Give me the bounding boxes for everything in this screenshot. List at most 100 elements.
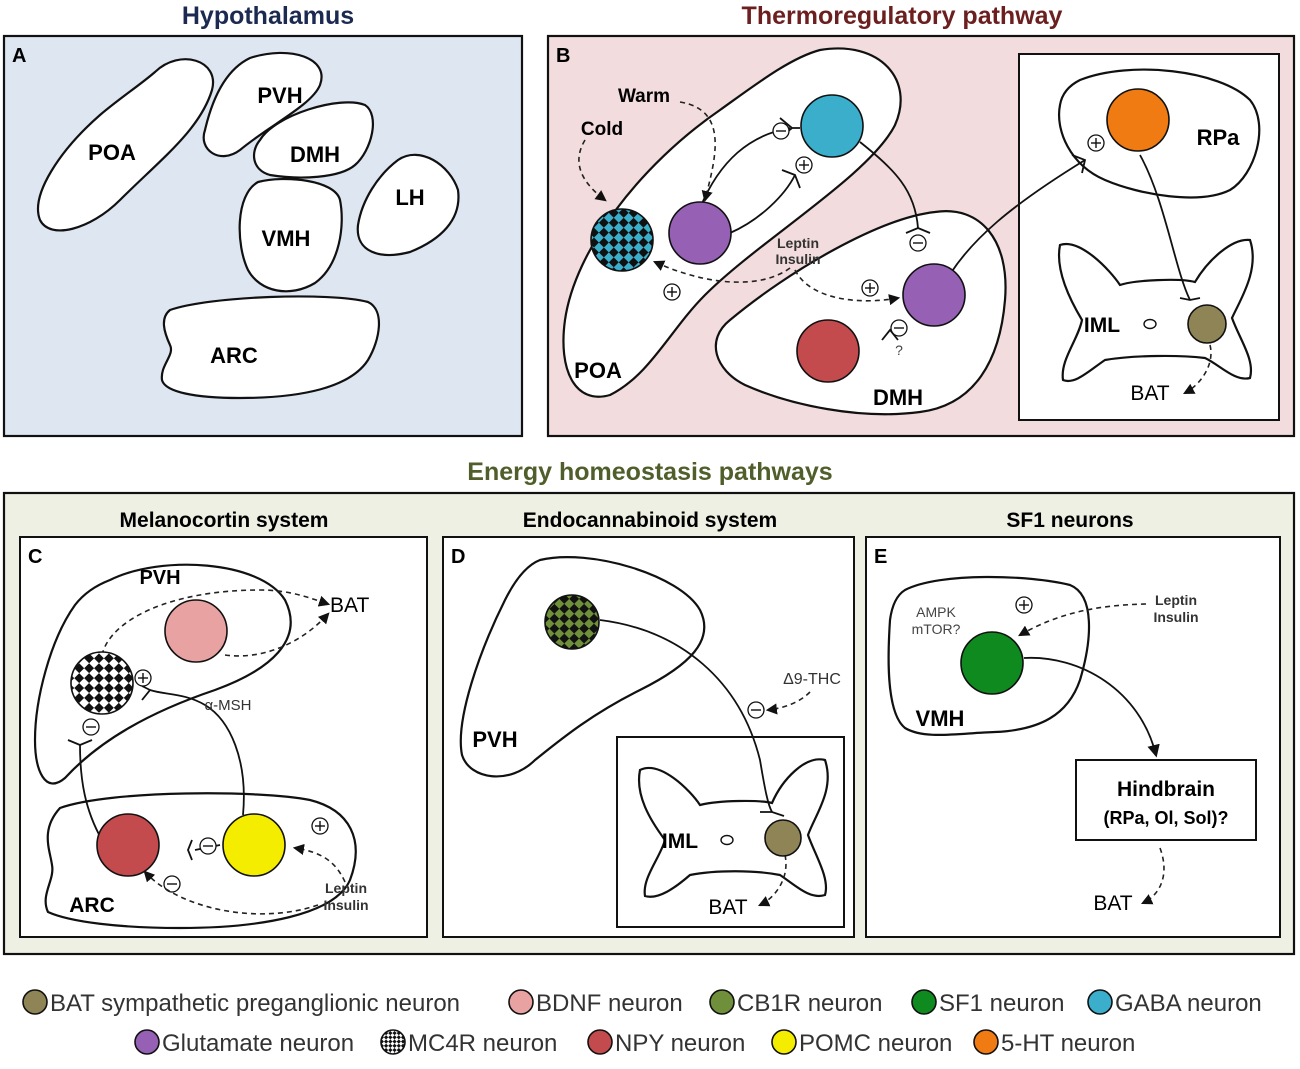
panel-letter-c: C xyxy=(28,546,42,568)
label-poa-b: POA xyxy=(574,358,622,383)
inhibit-sign-gaba-b xyxy=(772,122,790,140)
hypothalamus-title: Hypothalamus xyxy=(182,2,354,30)
legend-item-pomc: POMC neuron xyxy=(771,1029,952,1057)
spinal-cord-d xyxy=(637,758,829,898)
legend-label-pomc: POMC neuron xyxy=(799,1030,952,1057)
excite-sign-leptin-c xyxy=(311,817,329,835)
region-dmh xyxy=(252,101,374,179)
panel-a: Hypothalamus A POA PVH DMH LH VMH ARC xyxy=(2,2,524,438)
inhibit-sign-thc xyxy=(747,701,765,719)
region-poa xyxy=(37,58,215,232)
legend-item-npy: NPY neuron xyxy=(587,1029,745,1057)
label-pvh: PVH xyxy=(257,83,302,108)
region-arc xyxy=(160,295,381,400)
label-insulin-e: Insulin xyxy=(1153,609,1198,625)
legend-item-sf1: SF1 neuron xyxy=(911,989,1064,1017)
warm-arrow xyxy=(679,101,716,203)
label-dmh: DMH xyxy=(290,142,340,167)
label-lh: LH xyxy=(395,185,424,210)
bdnf-neuron-c xyxy=(164,599,228,663)
label-vmh-e: VMH xyxy=(916,706,965,731)
leptin-to-poa-arrow xyxy=(652,260,791,283)
legend-label-bdnf: BDNF neuron xyxy=(536,990,683,1017)
mc4r-to-bat-arrow xyxy=(101,589,331,656)
axon-rpa-to-iml xyxy=(1139,154,1191,301)
legend-label-preganglionic: BAT sympathetic preganglionic neuron xyxy=(50,990,460,1017)
label-warm: Warm xyxy=(618,86,670,107)
label-bat-e: BAT xyxy=(1093,892,1132,915)
cb1r-neuron-d xyxy=(544,594,600,650)
leptin-to-npy-arrow xyxy=(143,870,319,915)
label-vmh: VMH xyxy=(262,226,311,251)
synapse-npy-mc4r xyxy=(67,739,93,746)
axon-glu-to-gaba-b xyxy=(729,174,796,234)
excite-sign-rpa xyxy=(1087,134,1105,152)
panel-letter-e: E xyxy=(874,546,887,568)
inhibit-sign-leptin-c xyxy=(163,875,181,893)
axon-gaba-to-dmh xyxy=(859,141,919,229)
npy-neuron-dmh xyxy=(796,319,860,383)
sf1-neuron-e xyxy=(960,631,1024,695)
inhibit-sign-dmh xyxy=(909,234,927,252)
thermoregulatory-title: Thermoregulatory pathway xyxy=(742,2,1063,30)
synapse-amsh xyxy=(141,685,152,701)
synapse-glu-b xyxy=(781,169,801,189)
leptin-to-pomc-arrow xyxy=(292,843,346,883)
synapse-rpa xyxy=(1071,154,1087,174)
excite-sign-amsh xyxy=(134,669,152,687)
label-iml-d: IML xyxy=(662,830,698,853)
legend-item-gaba: GABA neuron xyxy=(1087,989,1262,1017)
label-hindbrain-sub: (RPa, Ol, Sol)? xyxy=(1103,808,1228,828)
label-leptin-b: Leptin xyxy=(777,235,819,251)
legend: BAT sympathetic preganglionic neuron BDN… xyxy=(22,989,1262,1057)
panel-d: D PVH IML BAT Δ9-THC xyxy=(442,536,855,938)
glutamate-neuron-poa xyxy=(668,201,732,265)
synapse-dmh-top xyxy=(905,227,931,234)
inhibit-sign-pomc-npy xyxy=(199,837,217,855)
legend-label-5ht: 5-HT neuron xyxy=(1001,1030,1135,1057)
legend-label-sf1: SF1 neuron xyxy=(939,990,1064,1017)
label-cold: Cold xyxy=(581,119,623,140)
legend-label-gaba: GABA neuron xyxy=(1115,990,1262,1017)
inhibit-sign-dmh-red xyxy=(890,319,908,337)
leptin-to-dmh-arrow xyxy=(794,269,901,306)
iml-to-bat-arrow-b xyxy=(1183,344,1212,395)
energy-title: Energy homeostasis pathways xyxy=(467,458,832,486)
mc4r-neuron-c xyxy=(70,651,134,715)
legend-item-cb1r: CB1R neuron xyxy=(709,989,882,1017)
label-insulin-b: Insulin xyxy=(775,251,820,267)
cold-arrow xyxy=(578,139,607,202)
preganglionic-neuron-d xyxy=(764,819,802,857)
checkered-neuron-poa xyxy=(590,208,654,272)
hindbrain-box xyxy=(1075,759,1257,841)
label-ampk: AMPK xyxy=(916,604,956,620)
region-pvh xyxy=(202,51,323,158)
label-arc-c: ARC xyxy=(69,894,115,917)
endocannabinoid-title: Endocannabinoid system xyxy=(523,509,777,532)
thc-arrow xyxy=(765,691,811,715)
axon-cb1r-to-iml xyxy=(599,619,773,813)
legend-swatch-pomc xyxy=(771,1029,797,1055)
question-mark-b: ? xyxy=(895,342,903,358)
synapse-pomc-npy xyxy=(187,839,193,861)
panel-letter-a: A xyxy=(12,45,26,67)
label-bat-d: BAT xyxy=(708,896,747,919)
glutamate-neuron-dmh xyxy=(902,263,966,327)
panel-c: C PVH ARC α-MSH BAT Leptin Insulin xyxy=(19,536,428,938)
region-pvh-d xyxy=(459,556,706,778)
hindbrain-to-bat-arrow xyxy=(1140,847,1165,905)
legend-swatch-preganglionic xyxy=(22,989,48,1015)
sf1-title: SF1 neurons xyxy=(1006,509,1133,532)
synapse-iml-b xyxy=(1179,297,1201,301)
synapse-iml-d xyxy=(760,811,785,817)
gaba-neuron-b xyxy=(800,94,864,158)
excite-sign-e xyxy=(1015,596,1033,614)
label-iml-b: IML xyxy=(1084,314,1120,337)
label-amsh: α-MSH xyxy=(205,697,252,714)
legend-label-cb1r: CB1R neuron xyxy=(737,990,882,1017)
label-leptin-e: Leptin xyxy=(1155,592,1197,608)
legend-label-npy: NPY neuron xyxy=(615,1030,745,1057)
legend-swatch-sf1 xyxy=(911,989,937,1015)
label-pvh-c: PVH xyxy=(139,567,180,589)
